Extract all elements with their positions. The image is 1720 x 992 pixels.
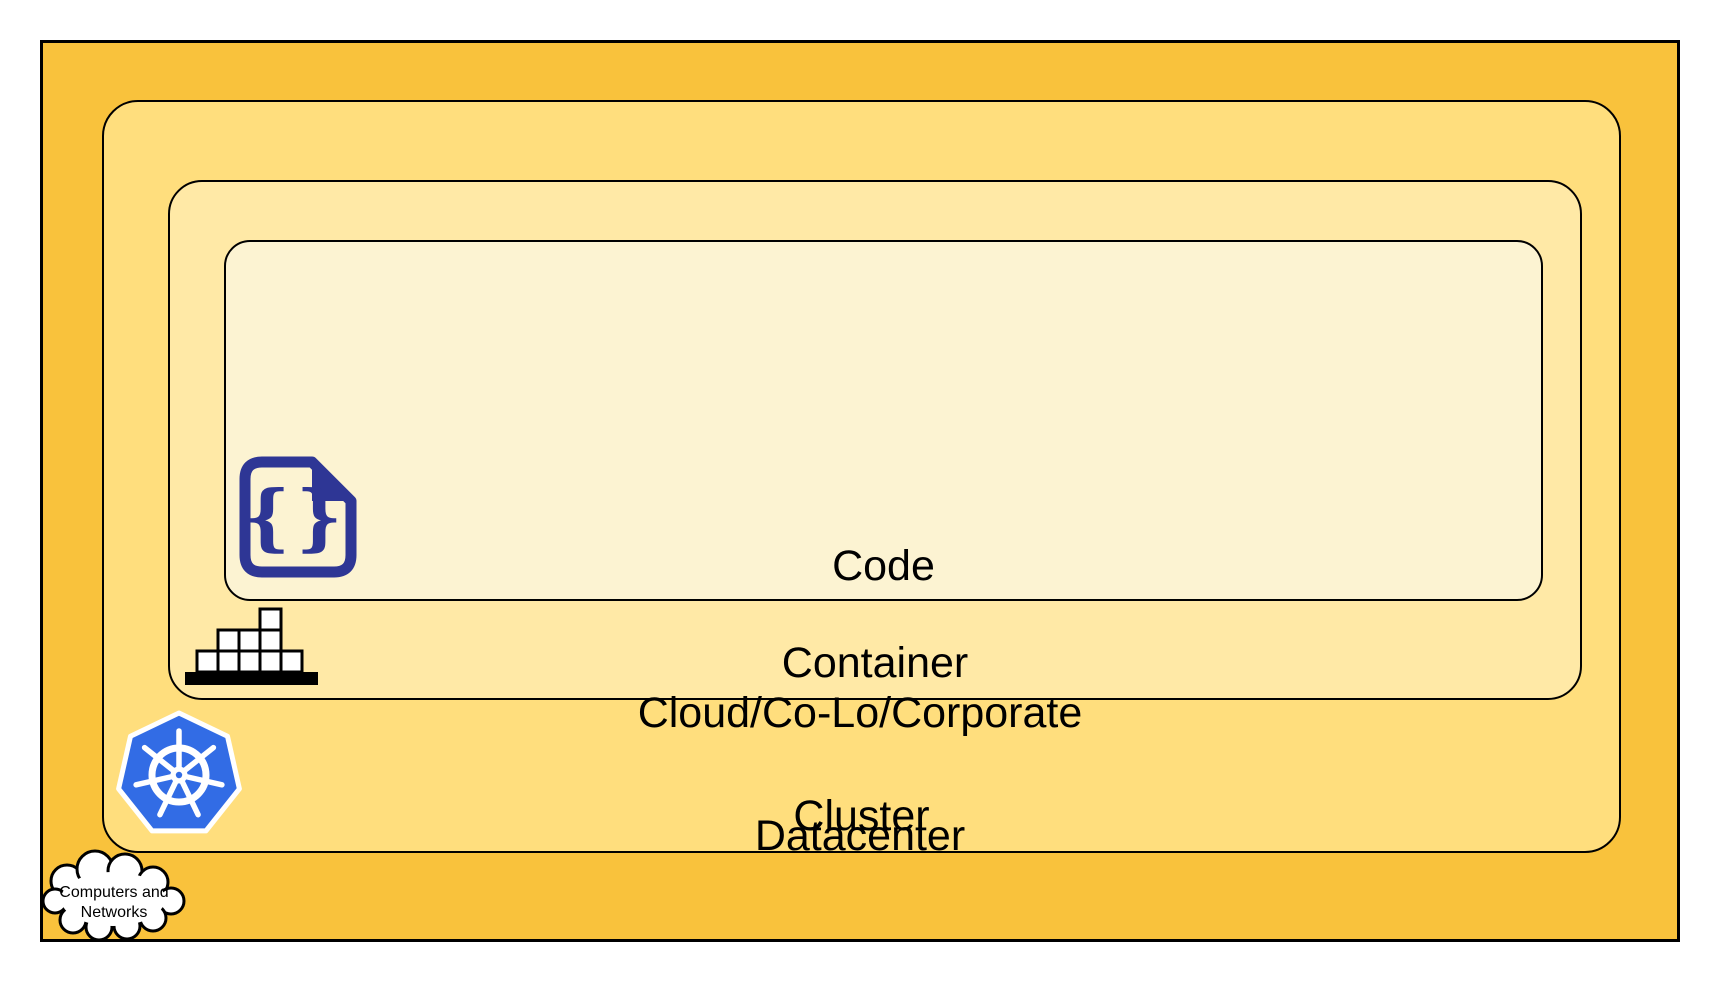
helm-ring [148,744,210,806]
cluster-label: Cluster [793,792,930,840]
folded-corner [312,462,351,501]
cloud-callout-line2: Networks [81,904,148,921]
code-file-icon: {} [239,456,357,578]
cloud-body [61,872,165,926]
helm-hub-center [175,771,183,779]
datacenter-label: Cloud/Co-Lo/Corporate Datacenter [43,611,1677,939]
kubernetes-icon [116,710,242,834]
cloud-icon: Computers and Networks [41,849,186,941]
datacenter-label-line1: Cloud/Co-Lo/Corporate [637,689,1083,737]
code-box: {} Code [224,240,1543,601]
curly-braces-glyph: {} [244,474,349,559]
container-stack-icon [185,607,318,685]
datacenter-box: {} Code [40,40,1680,942]
container-box: {} Code [168,180,1582,700]
cluster-box: {} Code [102,100,1621,853]
code-label: Code [832,542,935,590]
datacenter-label-line2: Datacenter [754,812,966,860]
container-base-bar [185,672,318,685]
container-label: Container [781,639,969,687]
cloud-callout-line1: Computers and [59,884,168,901]
